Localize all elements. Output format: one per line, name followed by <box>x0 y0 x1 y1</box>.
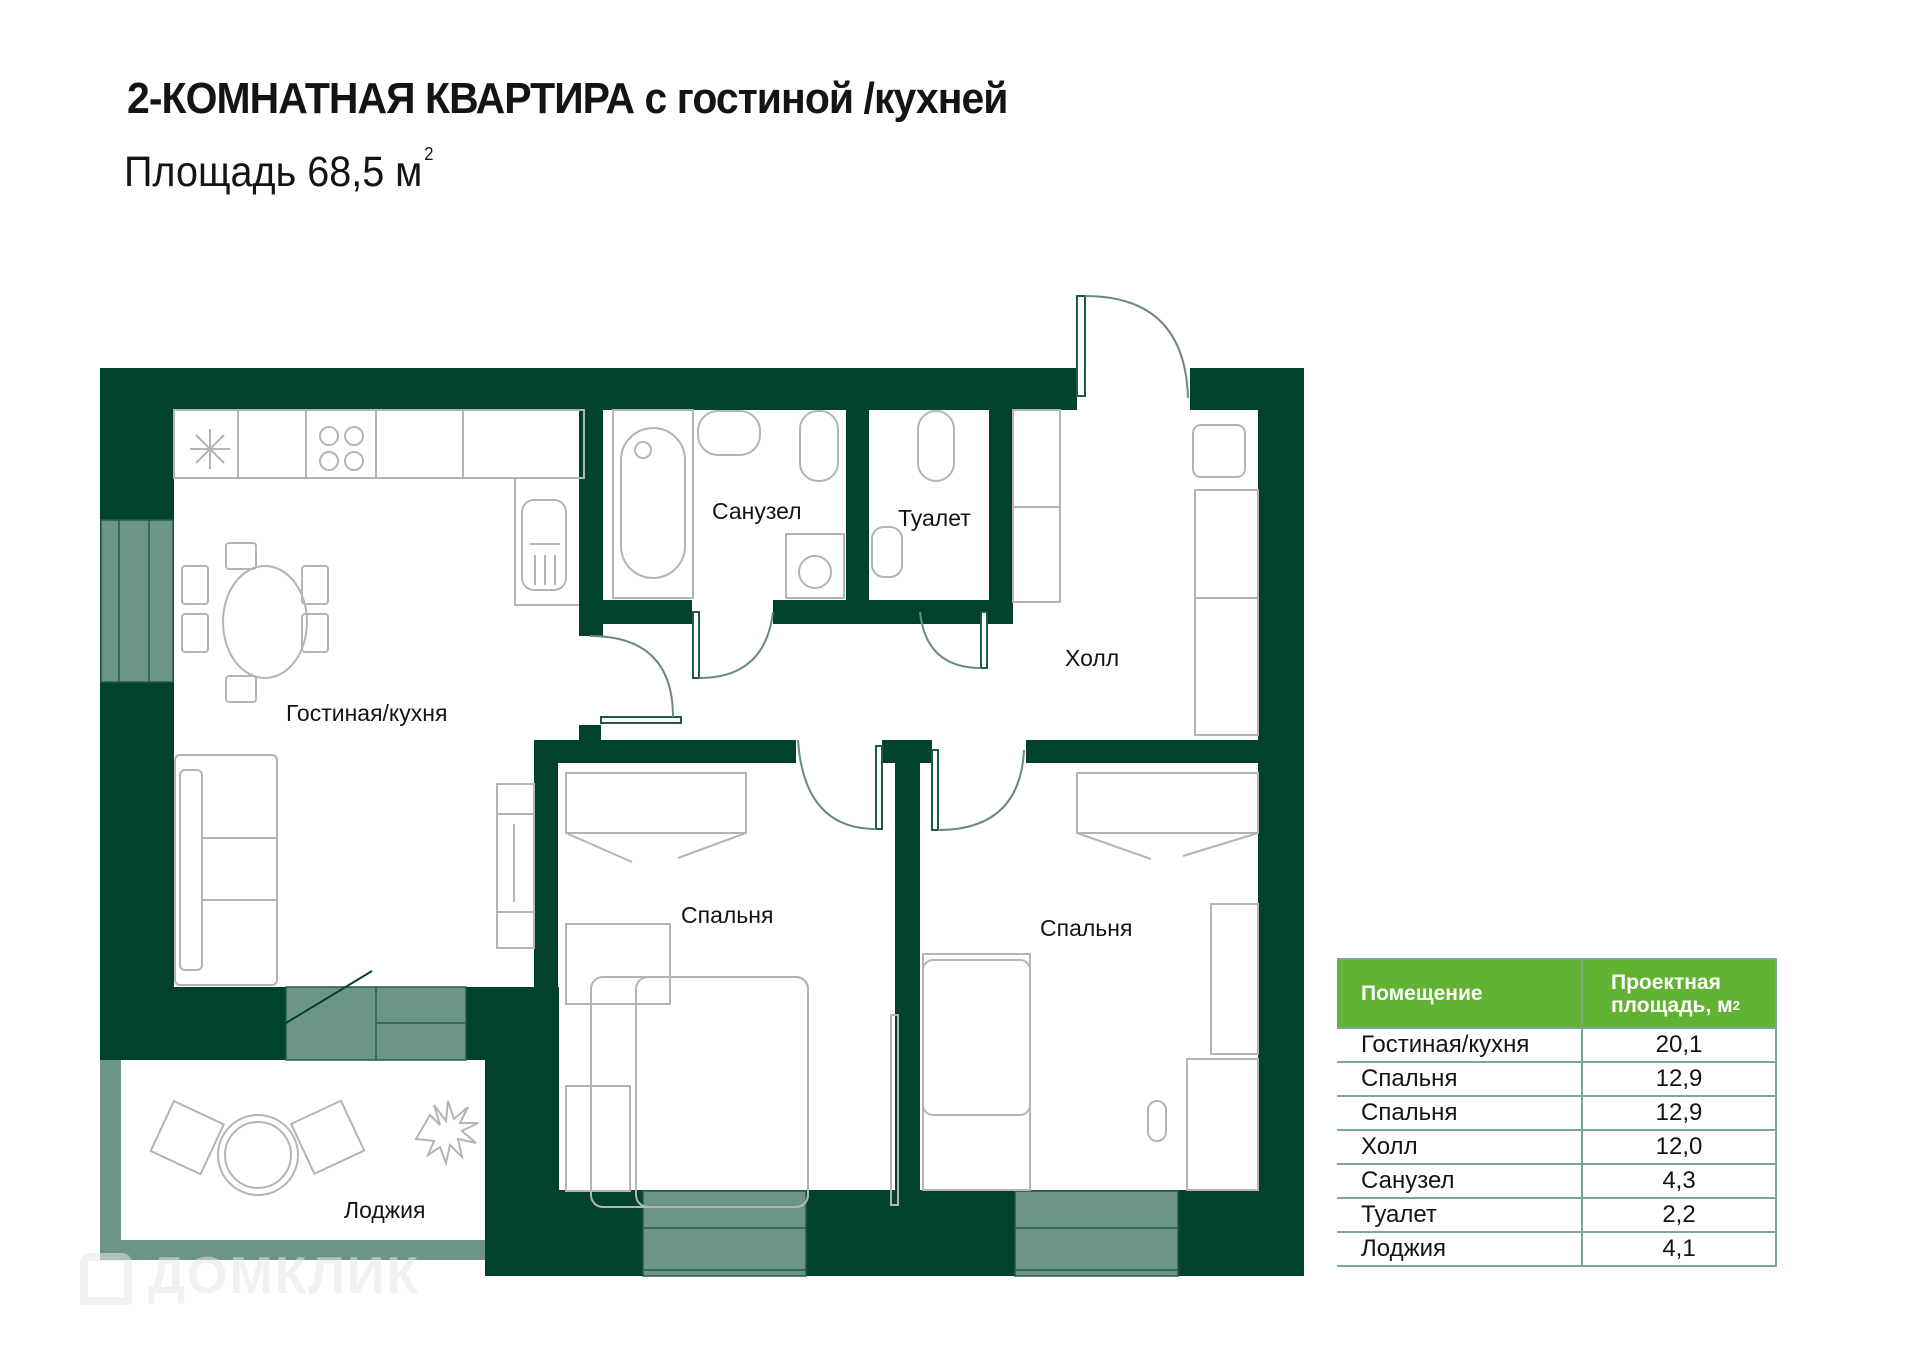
entrance-door-leaf <box>1076 295 1086 397</box>
label-loggia: Лоджия <box>344 1197 426 1223</box>
domclick-logo-icon <box>80 1253 132 1306</box>
living-door-leaf <box>600 716 682 724</box>
room-name: Спальня <box>1337 1095 1583 1131</box>
furniture <box>173 409 1259 1208</box>
window-bedroom2 <box>1014 1190 1179 1277</box>
col-area-header-line1: Проектная <box>1611 970 1721 994</box>
cooktop-icon <box>319 426 364 471</box>
total-area-sup: 2 <box>424 144 434 164</box>
sink-icon <box>521 499 567 591</box>
room-area: 12,9 <box>1581 1061 1777 1097</box>
toilet-door-leaf <box>980 611 988 669</box>
room-area: 2,2 <box>1581 1197 1777 1233</box>
watermark: ДОМКЛИК <box>80 1246 420 1306</box>
label-bedroom2: Спальня <box>1040 915 1133 941</box>
bedroom1-door-leaf <box>875 745 883 830</box>
room-area: 4,3 <box>1581 1163 1777 1199</box>
room-name: Холл <box>1337 1129 1583 1165</box>
room-name: Лоджия <box>1337 1231 1583 1267</box>
label-bathroom: Санузел <box>712 498 802 524</box>
col-area-header-sup: 2 <box>1732 997 1740 1013</box>
total-area-text: Площадь 68,5 м <box>124 148 423 196</box>
room-area: 12,9 <box>1581 1095 1777 1131</box>
page-title: 2-КОМНАТНАЯ КВАРТИРА с гостиной /кухней <box>127 74 1008 123</box>
room-area: 20,1 <box>1581 1027 1777 1063</box>
entrance-gap <box>1077 368 1190 410</box>
room-name: Гостиная/кухня <box>1337 1027 1583 1063</box>
windows <box>100 519 1179 1277</box>
label-living-kitchen: Гостиная/кухня <box>286 700 448 726</box>
plant-icon <box>414 1100 479 1167</box>
bedroom2-door-leaf <box>931 749 939 831</box>
room-name: Санузел <box>1337 1163 1583 1199</box>
label-bedroom1: Спальня <box>681 902 774 928</box>
loggia-furniture <box>149 1099 479 1196</box>
window-bedroom1 <box>642 1190 807 1277</box>
window-living-left <box>100 519 174 683</box>
doors <box>589 295 1189 831</box>
room-area: 12,0 <box>1581 1129 1777 1165</box>
room-name: Туалет <box>1337 1197 1583 1233</box>
room-area: 4,1 <box>1581 1231 1777 1267</box>
fan-icon <box>190 429 230 469</box>
room-name: Спальня <box>1337 1061 1583 1097</box>
watermark-text: ДОМКЛИК <box>148 1247 421 1305</box>
label-hall: Холл <box>1065 645 1120 671</box>
col-room-header: Помещение <box>1337 958 1583 1029</box>
bathroom-door-leaf <box>692 611 700 679</box>
col-area-header-line2: площадь, м <box>1611 993 1733 1017</box>
label-toilet: Туалет <box>898 505 971 531</box>
